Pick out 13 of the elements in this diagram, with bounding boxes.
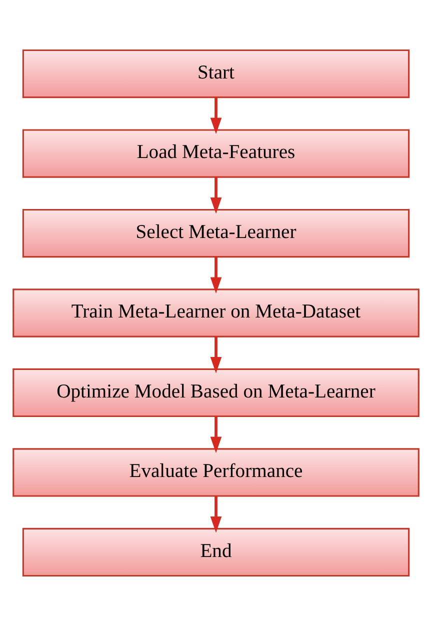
arrow <box>210 256 222 294</box>
arrow <box>210 177 222 214</box>
node-box: Load Meta-Features <box>22 129 410 178</box>
node-box: End <box>22 528 410 577</box>
arrow <box>210 97 222 134</box>
node-box: Evaluate Performance <box>12 448 420 497</box>
node-box: Start <box>22 49 410 98</box>
arrow <box>210 496 222 533</box>
node-box: Optimize Model Based on Meta-Learner <box>12 368 420 418</box>
node-box: Select Meta-Learner <box>22 208 410 258</box>
arrow <box>210 416 222 454</box>
arrow <box>210 336 222 374</box>
node-box: Train Meta-Learner on Meta-Dataset <box>12 288 420 338</box>
